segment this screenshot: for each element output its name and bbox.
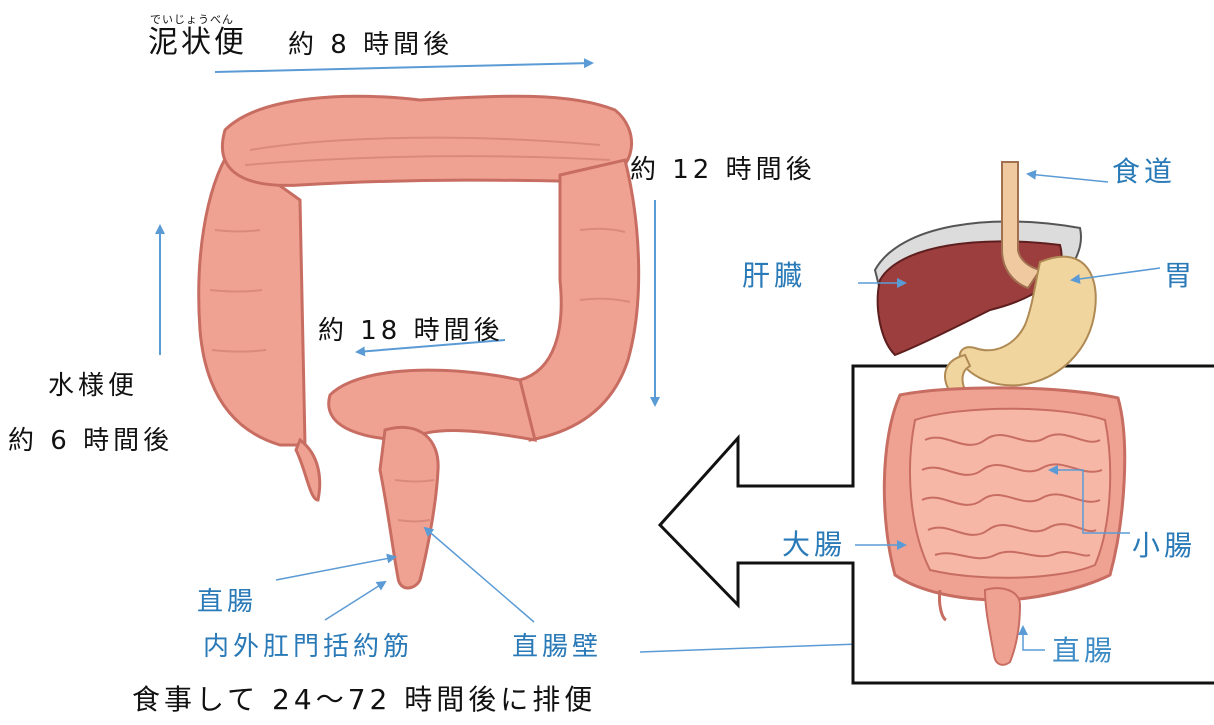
label-rectum-right: 直腸: [1052, 637, 1116, 665]
label-rectum-left: 直腸: [197, 589, 257, 615]
label-deijoben: 泥状便: [148, 28, 247, 58]
label-summary: 食事して 24～72 時間後に排便: [132, 686, 596, 714]
label-time-12h: 約 12 時間後: [630, 157, 816, 183]
label-liver: 肝臓: [742, 262, 806, 290]
label-rectal-wall: 直腸壁: [512, 634, 602, 660]
label-suiyoben: 水様便: [48, 373, 138, 399]
label-large-intestine: 大腸: [782, 531, 846, 559]
arrow-8h: [215, 63, 592, 72]
label-esophagus: 食道: [1112, 158, 1176, 186]
label-time-8h: 約 8 時間後: [288, 32, 453, 58]
label-time-6h: 約 6 時間後: [8, 428, 173, 454]
label-stomach: 胃: [1164, 262, 1196, 290]
label-anal-sphincter: 内外肛門括約筋: [203, 634, 413, 660]
label-small-intestine: 小腸: [1132, 532, 1196, 560]
label-time-18h: 約 18 時間後: [318, 318, 504, 344]
